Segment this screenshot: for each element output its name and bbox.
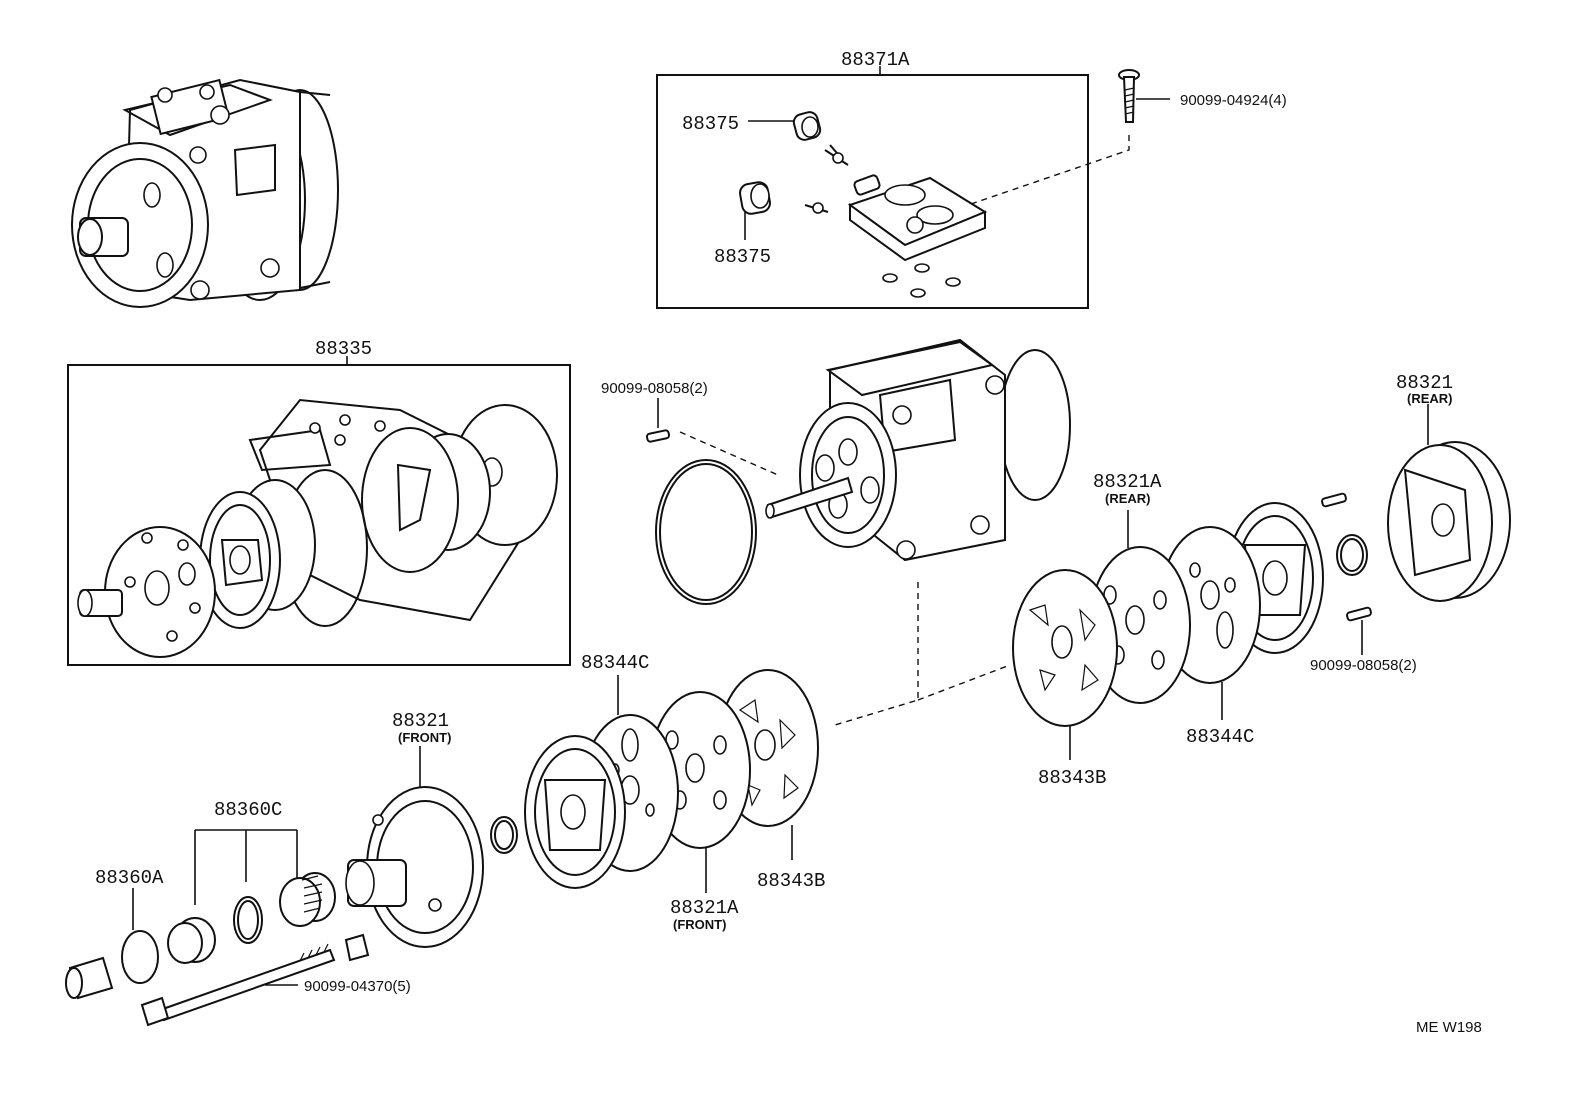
label-88360A: 88360A xyxy=(95,867,164,889)
label-90099-04924: 90099-04924(4) xyxy=(1180,92,1287,109)
cylinder-block-illustration: 90099-08058(2) xyxy=(601,338,1071,726)
label-88321-rear: 88321 xyxy=(1396,372,1453,394)
rear-parts-illustration: 88321 (REAR) 90099-08058(2) 88344C 88321… xyxy=(1012,372,1511,789)
label-88335: 88335 xyxy=(315,338,372,360)
label-88321-front-sub: (FRONT) xyxy=(398,730,451,745)
label-88344C-left: 88344C xyxy=(581,652,649,674)
label-88321A-front-sub: (FRONT) xyxy=(673,917,726,932)
front-parts-illustration: 88343B 88321A (FRONT) 88344C xyxy=(65,652,825,1027)
figure-code: ME W198 xyxy=(1416,1019,1482,1036)
compressor-body-kit-box-88335: 88335 xyxy=(67,338,571,666)
label-88343B-left: 88343B xyxy=(757,870,825,892)
label-88321-front: 88321 xyxy=(392,710,449,732)
bolt-90099-04924-illustration: 90099-04924(4) xyxy=(967,69,1287,206)
label-88371A: 88371A xyxy=(841,49,910,71)
label-88321-rear-sub: (REAR) xyxy=(1407,391,1453,406)
label-88360C: 88360C xyxy=(214,799,282,821)
label-88321A-rear-sub: (REAR) xyxy=(1105,491,1151,506)
compressor-assembly-illustration xyxy=(71,78,339,308)
label-88375-top: 88375 xyxy=(682,113,739,135)
label-88343B-right: 88343B xyxy=(1038,767,1106,789)
label-90099-08058-left: 90099-08058(2) xyxy=(601,380,708,397)
label-90099-08058-right: 90099-08058(2) xyxy=(1310,657,1417,674)
label-88375-bottom: 88375 xyxy=(714,246,771,268)
label-88344C-right: 88344C xyxy=(1186,726,1254,748)
label-88321A-rear: 88321A xyxy=(1093,471,1162,493)
label-90099-04370: 90099-04370(5) xyxy=(304,978,411,995)
label-88321A-front: 88321A xyxy=(670,897,739,919)
valve-kit-box-88371A: 88371A 88375 88375 xyxy=(656,49,1089,309)
